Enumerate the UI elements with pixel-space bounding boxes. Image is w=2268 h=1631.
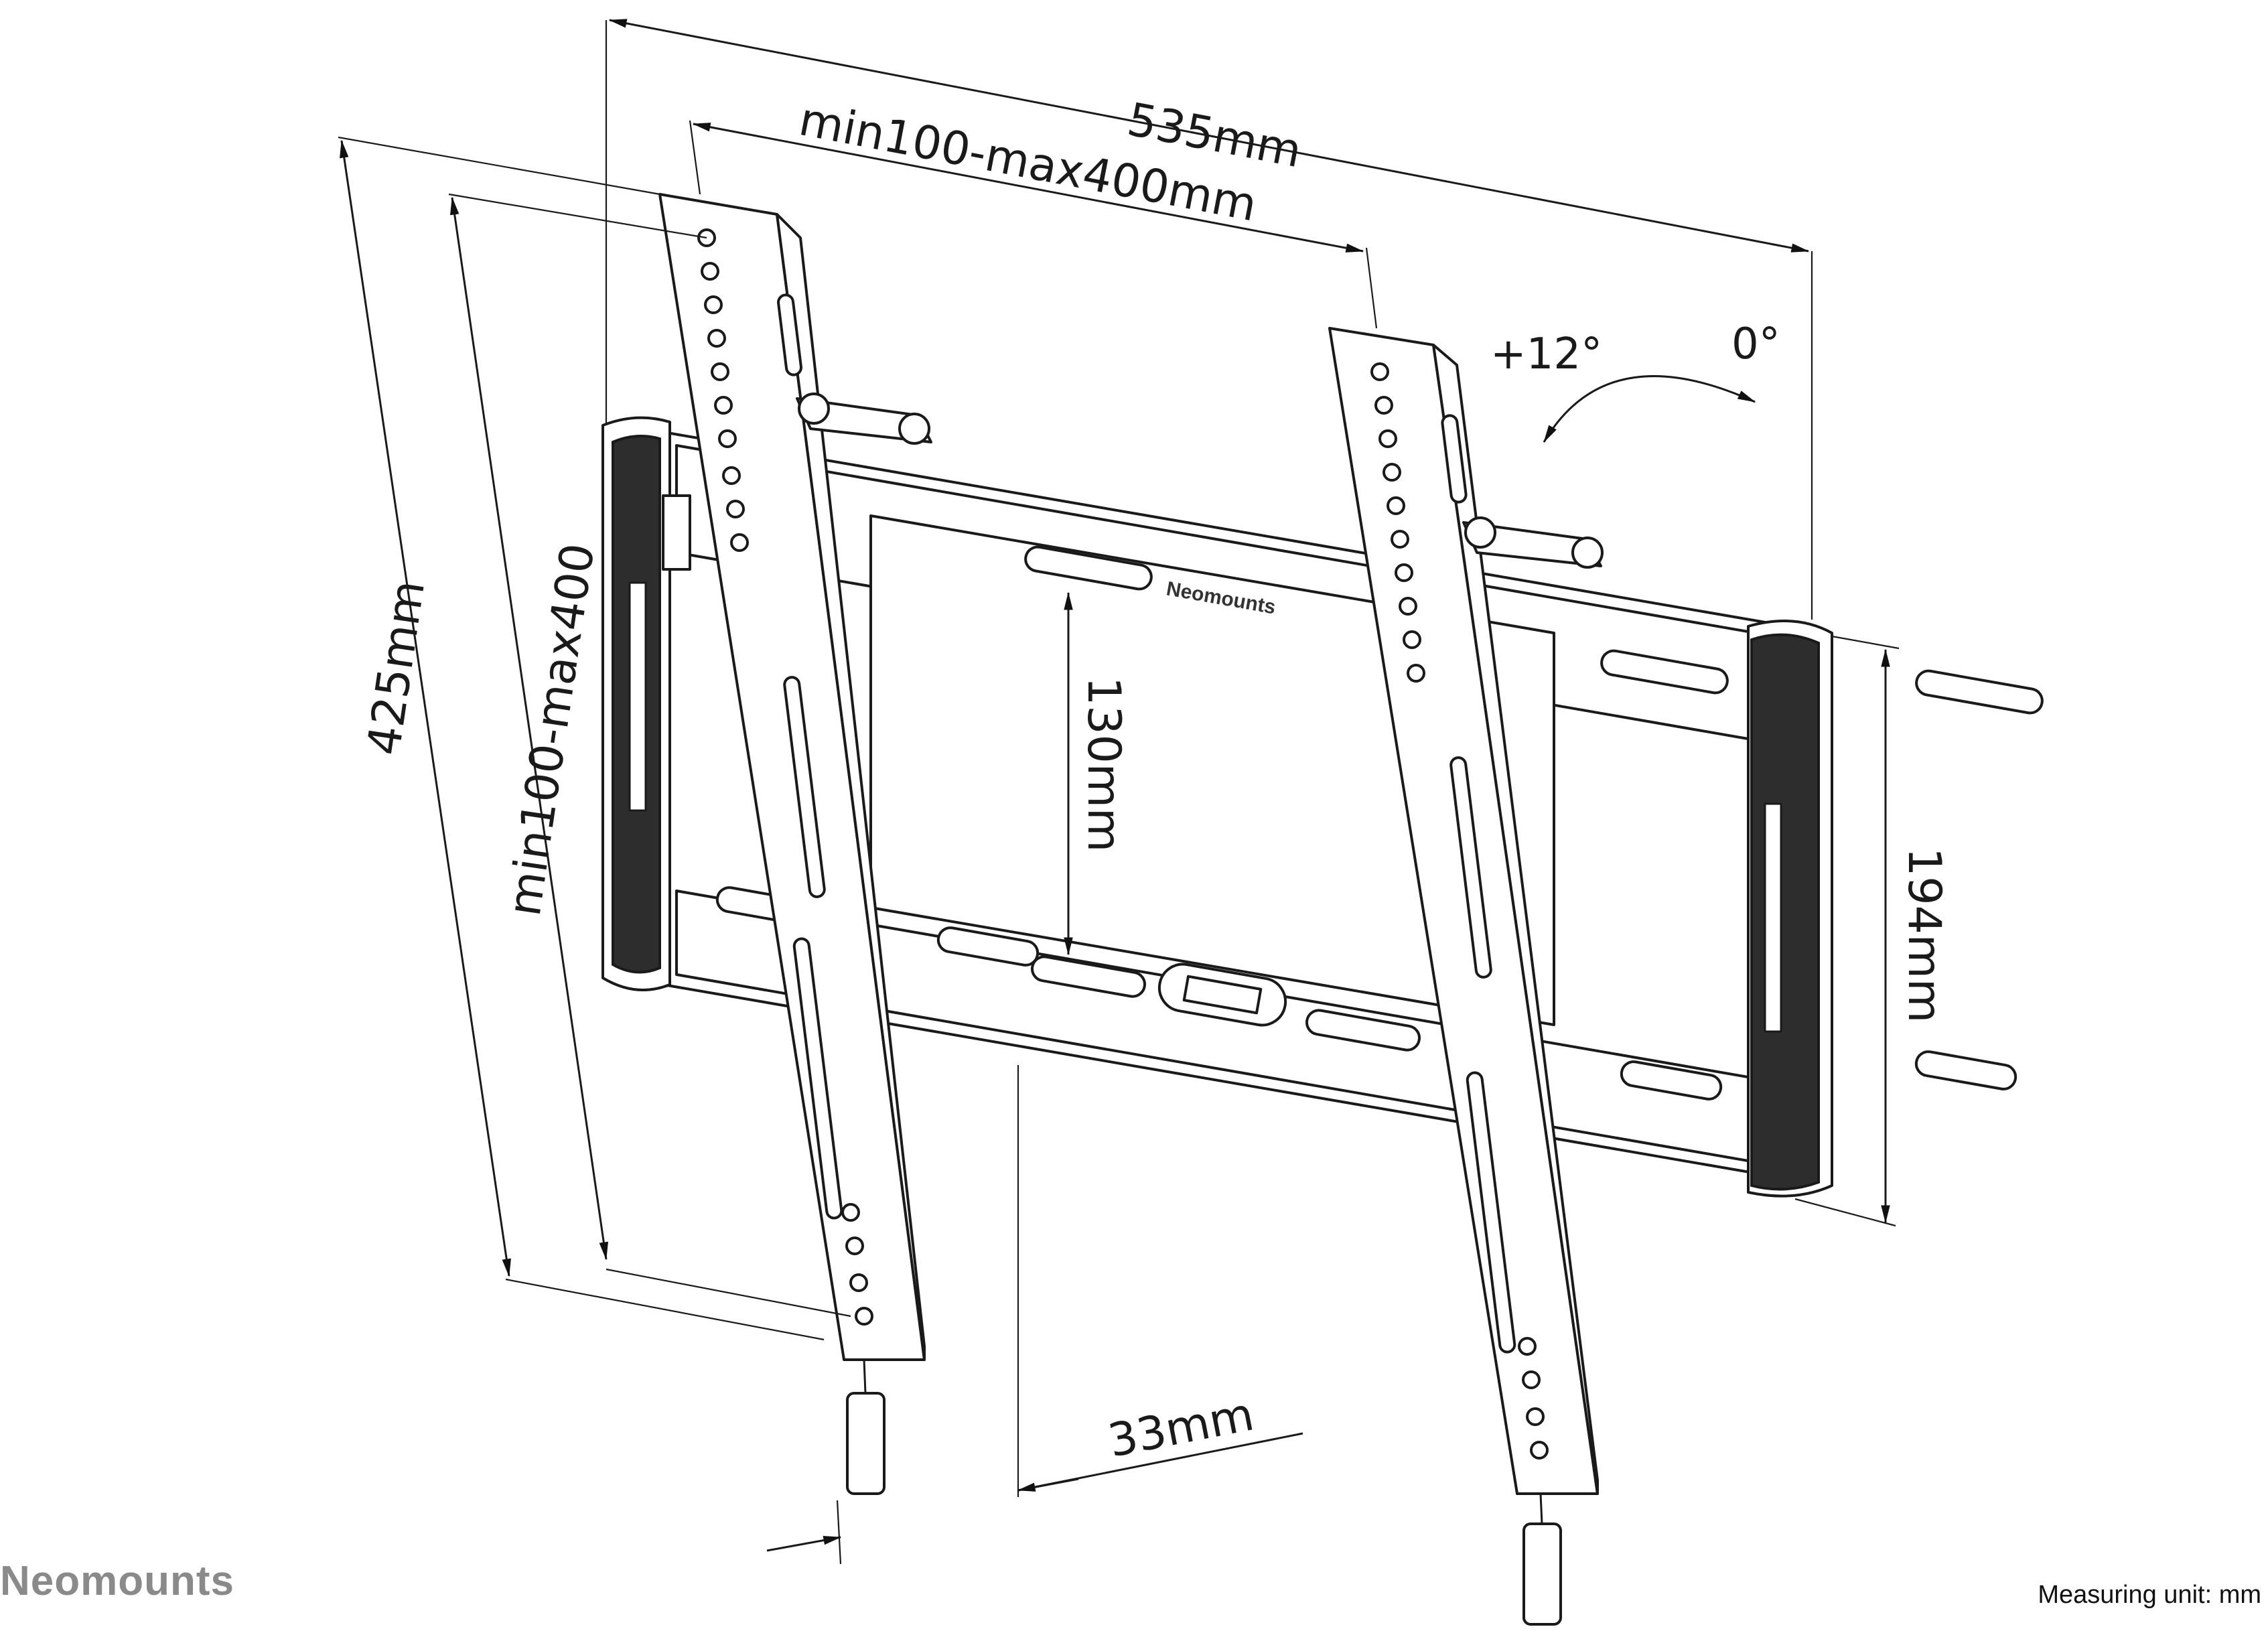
- tilt-indicator: +12° 0°: [1490, 320, 1780, 443]
- left-tv-arm: [658, 193, 932, 1495]
- left-end-cap: [601, 416, 691, 991]
- left-arm-holes-top: [697, 228, 749, 552]
- dim-plate-height: 194mm: [1794, 635, 1951, 1227]
- right-arm-holes-bottom: [1518, 1337, 1549, 1460]
- right-tv-arm: [1328, 327, 1604, 1626]
- label-tilt-max: +12°: [1490, 330, 1602, 379]
- left-arm-holes-bottom: [841, 1203, 873, 1326]
- label-425mm: 425mm: [358, 577, 435, 758]
- brand-logo: Neomounts: [0, 1558, 234, 1604]
- label-194mm: 194mm: [1898, 847, 1951, 1023]
- label-tilt-min: 0°: [1731, 320, 1780, 369]
- measuring-unit-note: Measuring unit: mm: [2038, 1581, 2261, 1609]
- right-end-cap: [1747, 620, 1833, 1198]
- label-vesa-vertical: min100-max400: [498, 540, 606, 919]
- right-arm-holes-top: [1370, 362, 1425, 683]
- dim-plate-inner: 130mm: [1064, 591, 1130, 956]
- label-130mm: 130mm: [1077, 677, 1130, 852]
- label-33mm: 33mm: [1104, 1388, 1258, 1468]
